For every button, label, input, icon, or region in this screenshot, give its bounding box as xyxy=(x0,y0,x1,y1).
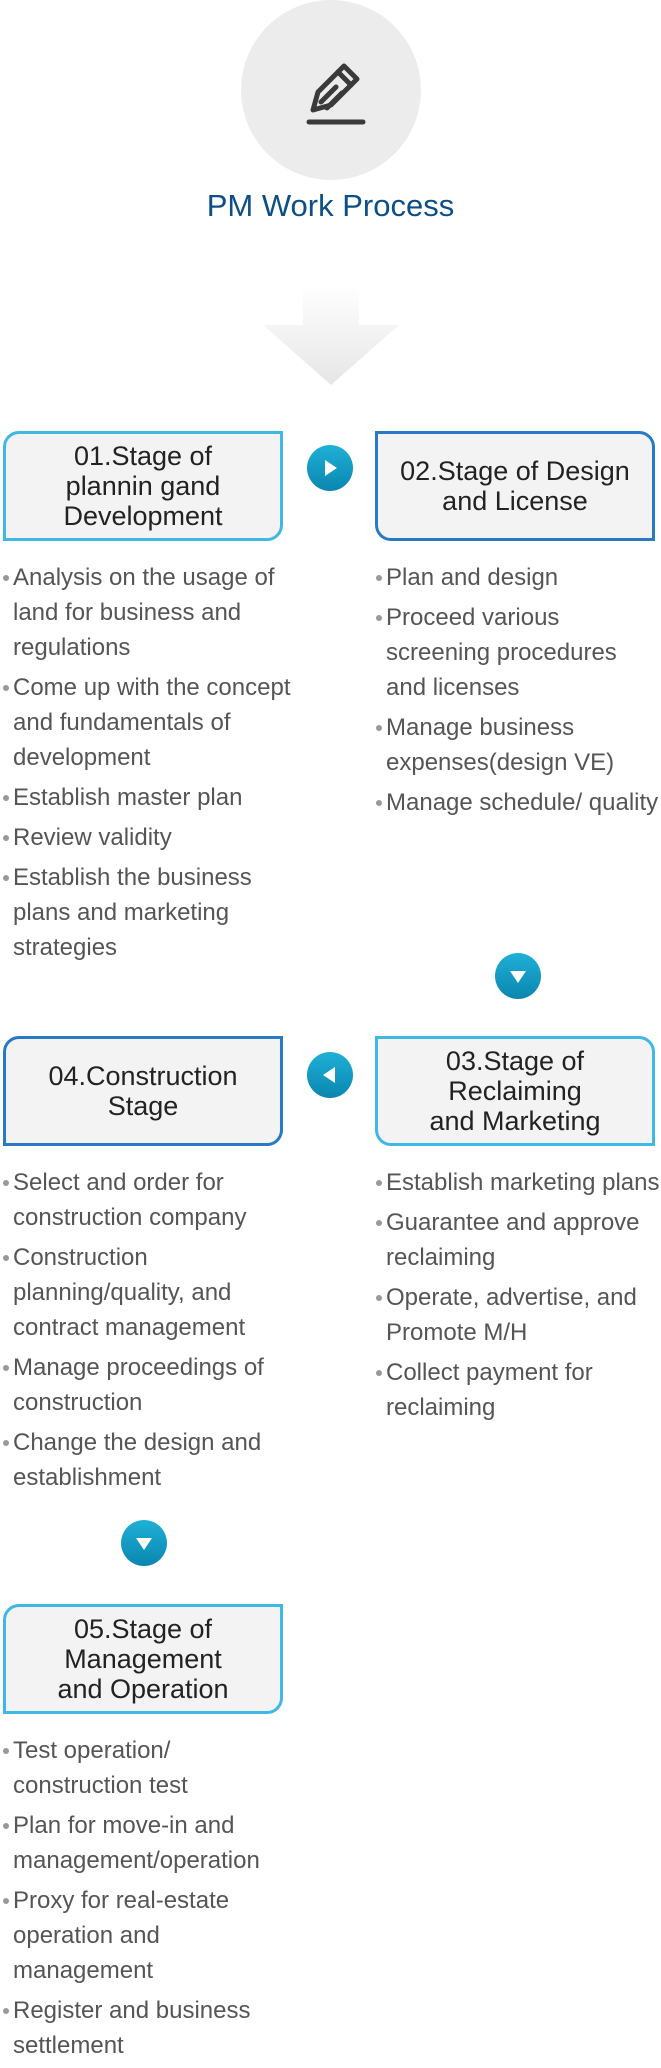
list-item: Review validity xyxy=(2,820,297,855)
list-item: Establish master plan xyxy=(2,780,297,815)
arrow-left-icon xyxy=(307,1052,353,1098)
stage-02-box: 02.Stage of Design and License xyxy=(375,431,655,541)
list-item: Proxy for real-estate operation and mana… xyxy=(2,1883,297,1988)
list-item: Collect payment for reclaiming xyxy=(375,1355,661,1425)
list-item: Establish marketing plans xyxy=(375,1165,661,1200)
list-item: Proceed various screening procedures and… xyxy=(375,600,661,705)
list-item: Guarantee and approve reclaiming xyxy=(375,1205,661,1275)
stage-05-box: 05.Stage of Management and Operation xyxy=(3,1604,283,1714)
list-item: Select and order for construction compan… xyxy=(2,1165,297,1235)
pencil-edit-icon xyxy=(306,63,366,125)
list-item: Plan for move-in and management/operatio… xyxy=(2,1808,297,1878)
header-icon-circle xyxy=(241,0,421,180)
stage-03-box: 03.Stage of Reclaiming and Marketing xyxy=(375,1036,655,1146)
flow-down-arrow-icon xyxy=(263,285,399,385)
stage-04-box: 04.Construction Stage xyxy=(3,1036,283,1146)
stage-01-box: 01.Stage of plannin gand Development xyxy=(3,431,283,541)
stage-03-list: Establish marketing plans Guarantee and … xyxy=(375,1165,661,1430)
list-item: Plan and design xyxy=(375,560,661,595)
arrow-right-icon xyxy=(307,445,353,491)
list-item: Manage proceedings of construction xyxy=(2,1350,297,1420)
stage-01-list: Analysis on the usage of land for busine… xyxy=(2,560,297,970)
list-item: Manage schedule/ quality xyxy=(375,785,661,820)
page-title: PM Work Process xyxy=(206,188,455,223)
list-item: Register and business settlement xyxy=(2,1993,297,2063)
arrow-down-icon xyxy=(121,1520,167,1566)
list-item: Change the design and establishment xyxy=(2,1425,297,1495)
list-item: Construction planning/quality, and contr… xyxy=(2,1240,297,1345)
list-item: Analysis on the usage of land for busine… xyxy=(2,560,297,665)
stage-04-list: Select and order for construction compan… xyxy=(2,1165,297,1500)
list-item: Test operation/ construction test xyxy=(2,1733,297,1803)
list-item: Come up with the concept and fundamental… xyxy=(2,670,297,775)
list-item: Operate, advertise, and Promote M/H xyxy=(375,1280,661,1350)
stage-02-list: Plan and design Proceed various screenin… xyxy=(375,560,661,825)
stage-05-list: Test operation/ construction test Plan f… xyxy=(2,1733,297,2068)
arrow-down-icon xyxy=(495,953,541,999)
list-item: Establish the business plans and marketi… xyxy=(2,860,297,965)
list-item: Manage business expenses(design VE) xyxy=(375,710,661,780)
